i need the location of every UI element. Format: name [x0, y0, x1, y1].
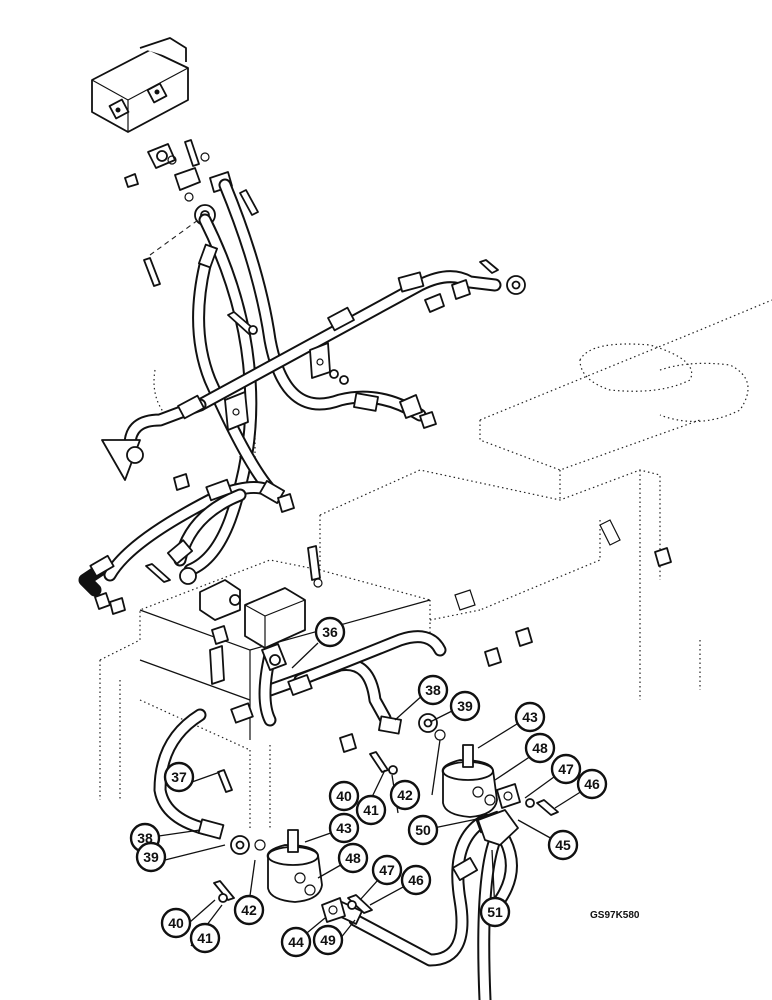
callout-number: 47 [558, 761, 574, 777]
callout-number: 44 [288, 934, 304, 950]
callout-number: 39 [143, 849, 159, 865]
callout-bubble: 50 [407, 814, 439, 846]
callout-bubble: 40 [328, 780, 360, 812]
callout-number: 51 [487, 904, 503, 920]
callout-bubble: 45 [547, 829, 579, 861]
callout-number: 41 [197, 930, 213, 946]
callout-bubble: 36 [314, 616, 346, 648]
callout-bubble: 39 [449, 690, 481, 722]
callout-bubble: 49 [312, 924, 344, 956]
callout-number: 38 [425, 682, 441, 698]
callout-number: 43 [336, 820, 352, 836]
callout-bubble: 47 [550, 753, 582, 785]
callout-bubble: 44 [280, 926, 312, 958]
upper-fasteners [94, 259, 672, 753]
callout-number: 40 [168, 915, 184, 931]
callout-number: 39 [457, 698, 473, 714]
lower-flange-parts [213, 751, 559, 923]
callout-number: 48 [532, 740, 548, 756]
callout-number: 48 [345, 850, 361, 866]
callout-number: 42 [397, 787, 413, 803]
callout-bubble: 48 [524, 732, 556, 764]
callout-number: 37 [171, 769, 187, 785]
callout-number: 42 [241, 902, 257, 918]
callout-number: 46 [584, 776, 600, 792]
drawing-reference-code: GS97K580 [590, 910, 640, 921]
lower-fittings [197, 643, 503, 925]
lower-hose-assembly [153, 630, 518, 1000]
pump-block [91, 37, 189, 133]
callout-number: 46 [408, 872, 424, 888]
callout-number: 50 [415, 822, 431, 838]
callout-bubble: 46 [400, 864, 432, 896]
callout-bubble: 39 [135, 841, 167, 873]
callout-bubble: 51 [479, 896, 511, 928]
callout-bubble: 41 [189, 922, 221, 954]
callout-bubble: 37 [163, 761, 195, 793]
hose-brackets [101, 342, 331, 481]
callout-bubble: 46 [576, 768, 608, 800]
callout-bubble: 43 [514, 701, 546, 733]
flow-control-valve-upper [441, 744, 498, 818]
callout-bubble: 42 [233, 894, 265, 926]
callout-number: 43 [522, 709, 538, 725]
callout-bubble: 43 [328, 812, 360, 844]
callout-bubble: 42 [389, 779, 421, 811]
callout-bubble: 47 [371, 854, 403, 886]
upper-hose-assembly [78, 178, 502, 597]
callout-number: 41 [363, 802, 379, 818]
callout-bubble: 48 [337, 842, 369, 874]
callout-bubble: 38 [417, 674, 449, 706]
valve-block [199, 545, 323, 685]
callout-number: 47 [379, 862, 395, 878]
callout-bubble: 41 [355, 794, 387, 826]
callout-number: 49 [320, 932, 336, 948]
callout-number: 36 [322, 624, 338, 640]
callout-bubble: 40 [160, 907, 192, 939]
callout-number: 45 [555, 837, 571, 853]
callout-number: 40 [336, 788, 352, 804]
flow-control-valve-lower [266, 829, 323, 903]
